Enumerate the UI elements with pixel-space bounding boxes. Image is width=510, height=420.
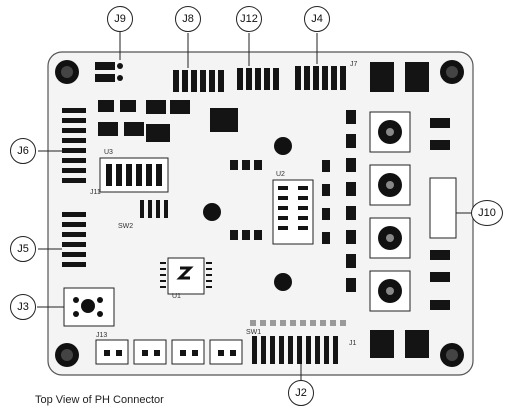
callout-j8: J8 — [175, 6, 201, 32]
callout-j10: J10 — [471, 200, 503, 226]
driver-ic-pins — [106, 164, 308, 230]
large-round-pads — [203, 137, 292, 291]
mounting-holes — [55, 60, 464, 367]
connector-j5-header — [62, 212, 86, 267]
bottom-right-inductors — [370, 330, 429, 358]
small-pad-row — [250, 320, 346, 326]
connector-j6-header — [62, 108, 86, 183]
callout-j3: J3 — [10, 294, 36, 320]
connector-j3-jack — [63, 287, 115, 327]
silk-j13: J13 — [96, 332, 107, 339]
silk-u2: U2 — [276, 171, 285, 178]
connector-j4-header — [295, 66, 346, 90]
silk-j7: J7 — [350, 61, 358, 68]
bottom-2pin-pins — [104, 350, 236, 356]
connector-j12-header — [237, 68, 279, 90]
power-inductors — [369, 111, 411, 312]
connector-j2-header — [252, 336, 338, 364]
silk-u1: U1 — [172, 293, 181, 300]
top-right-inductors — [210, 62, 429, 132]
callout-j5: J5 — [10, 236, 36, 262]
connector-j8-header — [173, 70, 224, 92]
connector-j10-header — [429, 177, 457, 239]
silk-j1: J1 — [349, 340, 357, 347]
silk-sw2: SW2 — [118, 223, 133, 230]
smd-components — [98, 100, 450, 310]
silk-u3: U3 — [104, 149, 113, 156]
mcu-chip — [167, 257, 205, 295]
callout-leader-lines — [37, 31, 471, 380]
callout-j2: J2 — [288, 380, 314, 406]
silk-j11: J11 — [90, 189, 101, 196]
silk-sw1: SW1 — [246, 329, 261, 336]
callout-j12: J12 — [236, 6, 262, 32]
bottom-2pin-connectors — [95, 339, 243, 365]
callout-j6: J6 — [10, 138, 36, 164]
connector-j9-header — [95, 62, 123, 82]
callout-j9: J9 — [107, 6, 133, 32]
figure-caption: Top View of PH Connector — [35, 394, 164, 406]
mcu-pins — [160, 262, 212, 288]
callout-j4: J4 — [304, 6, 330, 32]
